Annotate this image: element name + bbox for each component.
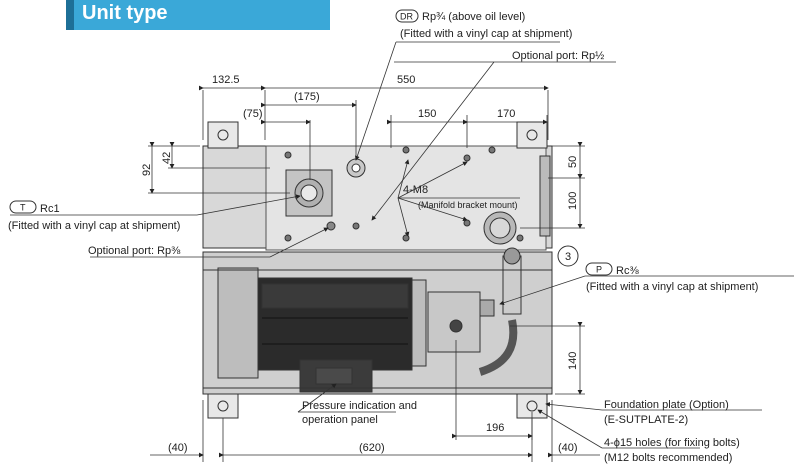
p-symbol: P <box>596 265 602 275</box>
p-note: (Fitted with a vinyl cap at shipment) <box>586 281 758 293</box>
dim-75: (75) <box>243 108 263 120</box>
dim-42: 42 <box>161 152 173 164</box>
t-note: (Fitted with a vinyl cap at shipment) <box>8 220 180 232</box>
dim-140: 140 <box>567 352 579 370</box>
holes-label-2: (M12 bolts recommended) <box>604 452 732 464</box>
m8-label: 4-M8 <box>403 184 428 196</box>
dim-92: 92 <box>141 164 153 176</box>
dr-label: Rp¾ (above oil level) <box>422 11 525 23</box>
m8-note: (Manifold bracket mount) <box>418 200 518 210</box>
unit-body <box>202 121 553 419</box>
callout-p: 3 P Rc⅜ (Fitted with a vinyl cap at ship… <box>557 245 758 293</box>
p-circle-number: 3 <box>565 251 571 263</box>
p-label: Rc⅜ <box>616 265 639 277</box>
dim-40-left: (40) <box>168 442 188 454</box>
dim-196: 196 <box>486 422 504 434</box>
dim-175: (175) <box>294 91 320 103</box>
dim-50: 50 <box>567 156 579 168</box>
section-title: Unit type <box>82 2 168 24</box>
t-symbol: T <box>20 203 26 213</box>
dim-40-right: (40) <box>558 442 578 454</box>
dr-note: (Fitted with a vinyl cap at shipment) <box>400 28 572 40</box>
plate-label-1: Foundation plate (Option) <box>604 399 729 411</box>
dim-170: 170 <box>497 108 515 120</box>
panel-label-1: Pressure indication and <box>302 400 417 412</box>
plate-label-2: (E-SUTPLATE-2) <box>604 414 688 426</box>
dim-620: (620) <box>359 442 385 454</box>
callout-dr: DR Rp¾ (above oil level) (Fitted with a … <box>395 9 572 40</box>
t-label: Rc1 <box>40 203 60 215</box>
dr-symbol: DR <box>400 12 413 22</box>
dim-150: 150 <box>418 108 436 120</box>
optional-port-3-8: Optional port: Rp⅜ <box>88 245 181 257</box>
dim-550: 550 <box>397 74 415 86</box>
optional-port-half: Optional port: Rp½ <box>512 50 604 62</box>
holes-label-1: 4-ϕ15 holes (for fixing bolts) <box>604 437 740 449</box>
section-title-tab: Unit type <box>66 0 330 30</box>
callout-t: T Rc1 (Fitted with a vinyl cap at shipme… <box>8 200 180 232</box>
dimension-lines <box>148 85 600 462</box>
panel-label-2: operation panel <box>302 414 378 426</box>
dim-100: 100 <box>567 192 579 210</box>
leader-lines <box>10 41 794 449</box>
dim-132-5: 132.5 <box>212 74 240 86</box>
